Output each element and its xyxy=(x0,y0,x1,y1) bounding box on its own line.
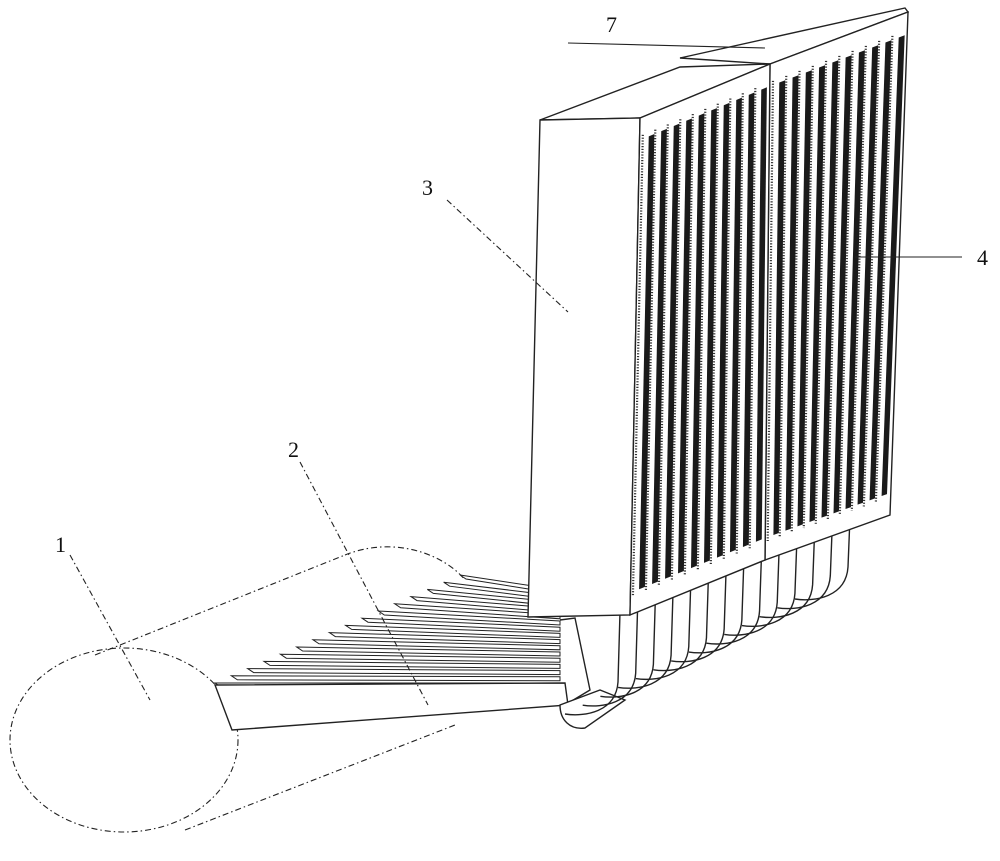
callout-4: 4 xyxy=(977,245,988,270)
panel-slot xyxy=(729,97,742,553)
panel-slot xyxy=(773,80,786,535)
bent-tube xyxy=(600,597,657,698)
panel-slot xyxy=(821,60,839,518)
panel-slot xyxy=(845,50,865,510)
leader-2 xyxy=(299,461,429,706)
callout-2: 2 xyxy=(288,437,299,462)
horizontal-fin xyxy=(392,603,561,620)
bead-row xyxy=(735,93,744,554)
bead-row xyxy=(644,129,657,591)
bent-tube xyxy=(724,546,780,636)
leader-3 xyxy=(446,199,569,313)
bent-tube xyxy=(671,568,727,663)
horizontal-fin xyxy=(294,646,561,657)
horizontal-fin xyxy=(343,624,561,638)
front-panel xyxy=(527,62,771,618)
panel-slot xyxy=(857,45,879,505)
bent-tube-bundle xyxy=(564,516,851,716)
panel-slot xyxy=(691,113,705,569)
panel-slot xyxy=(678,118,692,574)
bead-row xyxy=(778,75,788,537)
panel-slot xyxy=(639,134,655,590)
bent-tube xyxy=(688,560,745,654)
bead-row xyxy=(874,35,894,503)
bead-row xyxy=(631,134,644,596)
horizontal-fin xyxy=(229,675,561,682)
cylinder-pipe xyxy=(9,546,466,833)
bent-tube xyxy=(617,590,674,689)
bent-tube xyxy=(653,575,710,672)
bent-tube xyxy=(741,538,798,627)
horizontal-fin xyxy=(327,632,561,645)
panel-slot xyxy=(652,128,667,585)
cylinder-end-face xyxy=(9,647,239,833)
bead-row xyxy=(657,124,669,586)
bead-row xyxy=(696,108,707,570)
callout-7: 7 xyxy=(606,12,617,37)
horizontal-fin xyxy=(262,660,561,669)
rear-panel xyxy=(679,7,910,561)
bead-row xyxy=(709,103,719,565)
bent-tube xyxy=(706,553,763,645)
panel-slot xyxy=(869,40,892,501)
panel-slot xyxy=(785,75,799,531)
bead-row xyxy=(790,70,801,533)
bead-row xyxy=(722,98,732,559)
bent-tube xyxy=(759,531,816,619)
horizontal-base-plate xyxy=(213,617,627,731)
bead-row xyxy=(766,80,775,542)
bent-tube xyxy=(777,524,834,610)
panel-slot xyxy=(703,108,717,563)
bead-row xyxy=(670,119,682,580)
horizontal-fin xyxy=(360,617,561,632)
bead-row xyxy=(850,45,867,511)
panel-slot xyxy=(833,55,852,514)
callout-3: 3 xyxy=(422,175,433,200)
bead-row xyxy=(683,114,694,575)
horizontal-fin xyxy=(311,639,561,651)
horizontal-fin xyxy=(376,610,561,626)
horizontal-fin xyxy=(245,668,561,676)
bent-tube xyxy=(794,516,851,601)
bead-row xyxy=(748,88,757,549)
bead-row xyxy=(862,40,881,507)
panel-slot xyxy=(716,102,730,558)
panel-slot xyxy=(742,92,755,547)
panel-slot xyxy=(665,123,680,579)
panel-slot xyxy=(881,35,905,497)
bent-tube xyxy=(582,604,639,707)
horizontal-fin xyxy=(278,653,561,663)
panel-slot xyxy=(809,65,826,522)
leader-7 xyxy=(567,42,766,49)
leader-lines xyxy=(69,42,962,706)
callout-1: 1 xyxy=(55,532,66,557)
bent-tube xyxy=(635,582,692,681)
panel-slot xyxy=(797,70,812,527)
panel-slot xyxy=(755,87,767,542)
bead-row xyxy=(838,50,854,516)
bent-tube xyxy=(564,611,621,716)
leader-1 xyxy=(69,554,151,701)
horizontal-fin-stack xyxy=(213,574,561,688)
